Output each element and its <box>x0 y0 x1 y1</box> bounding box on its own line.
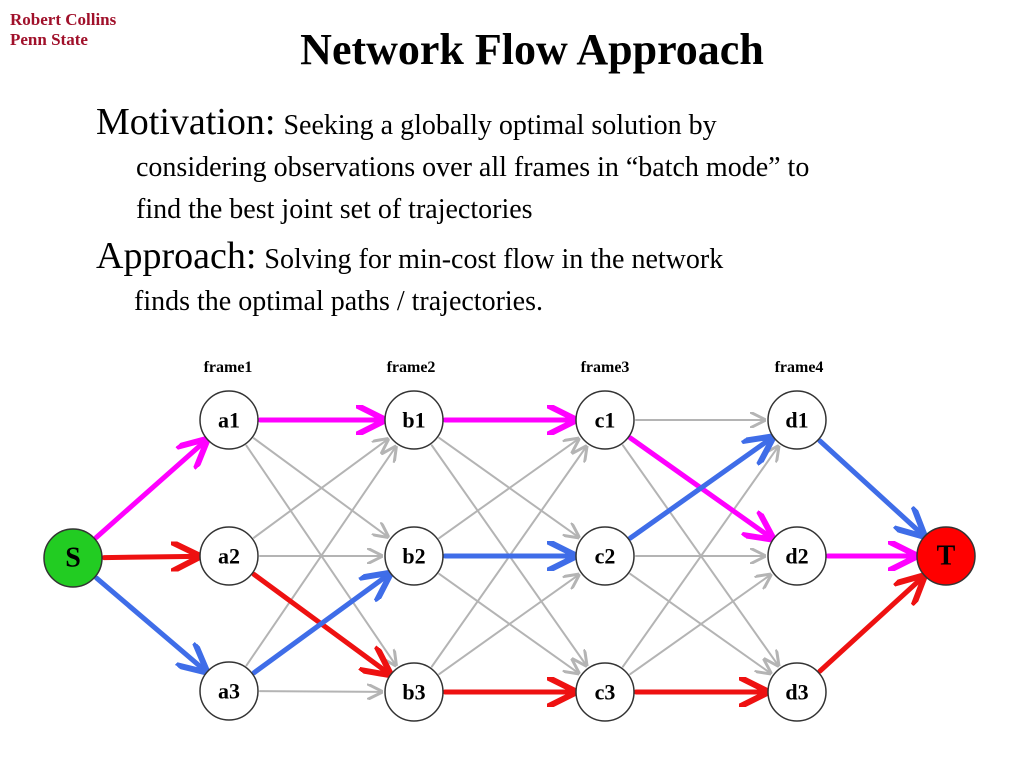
source-node-circle <box>43 528 103 588</box>
frame-label-3: frame3 <box>581 359 630 376</box>
author-affiliation: Robert Collins Penn State <box>10 10 116 50</box>
node-b1-label: b1 <box>402 408 425 433</box>
approach-line-1: Solving for min-cost flow in the network <box>264 244 724 275</box>
node-b3-label: b3 <box>402 680 425 705</box>
frame-label-1: frame1 <box>204 359 253 376</box>
node-a2-circle <box>199 526 259 586</box>
approach-paragraph: Approach: Solving for min-cost flow in t… <box>96 234 986 323</box>
node-d2-label: d2 <box>785 544 808 569</box>
node-a1-label: a1 <box>218 408 240 433</box>
motivation-line-1: Seeking a globally optimal solution by <box>283 110 717 141</box>
node-d1-label: d1 <box>785 408 808 433</box>
node-c1-label: c1 <box>595 408 616 433</box>
source-node-label: S <box>65 543 81 574</box>
motivation-line-2: considering observations over all frames… <box>136 152 810 183</box>
edge-d3-T-red <box>817 578 922 674</box>
sink-node-label: T <box>937 541 956 572</box>
frame-label-4: frame4 <box>775 359 824 376</box>
slide-title: Network Flow Approach <box>300 25 764 74</box>
node-c1-circle <box>575 390 635 450</box>
approach-heading: Approach: <box>96 235 257 277</box>
node-a3-circle <box>199 661 259 721</box>
motivation-paragraph: Motivation: Seeking a globally optimal s… <box>96 100 986 231</box>
author-name: Robert Collins <box>10 10 117 29</box>
node-b1-circle <box>384 390 444 450</box>
node-c2-label: c2 <box>595 544 616 569</box>
edge-a3-b3-gray <box>258 691 381 692</box>
node-a2-label: a2 <box>218 544 240 569</box>
sink-node-circle <box>916 526 976 586</box>
edge-c2-d1-blue <box>627 439 770 541</box>
edge-S-a1-magenta <box>93 442 204 540</box>
edge-c3-d2-gray <box>629 575 770 676</box>
edge-d1-T-blue <box>817 438 922 534</box>
node-d3-label: d3 <box>785 680 808 705</box>
edge-a3-b1-gray <box>245 447 395 667</box>
edge-a2-b1-gray <box>252 440 387 539</box>
approach-line-2: finds the optimal paths / trajectories. <box>134 286 544 317</box>
node-b2-label: b2 <box>402 544 425 569</box>
node-d2-circle <box>767 526 827 586</box>
motivation-heading: Motivation: <box>96 101 276 143</box>
motivation-line-3: find the best joint set of trajectories <box>136 194 533 225</box>
edge-S-a3-blue <box>94 575 204 669</box>
edge-c3-d1-gray <box>621 447 778 668</box>
edge-layer <box>93 420 922 692</box>
node-b2-circle <box>384 526 444 586</box>
node-a1-circle <box>199 390 259 450</box>
edge-b2-c1-gray <box>438 439 578 540</box>
node-d3-circle <box>767 662 827 722</box>
edge-S-a2-red <box>101 556 196 557</box>
frame-label-2: frame2 <box>387 359 436 376</box>
edge-b3-c2-gray <box>438 575 578 676</box>
node-c2-circle <box>575 526 635 586</box>
node-a3-label: a3 <box>218 679 240 704</box>
author-institution: Penn State <box>10 30 88 49</box>
node-c3-circle <box>575 662 635 722</box>
node-d1-circle <box>767 390 827 450</box>
node-c3-label: c3 <box>595 680 616 705</box>
edge-a3-b2-blue <box>251 575 387 676</box>
node-b3-circle <box>384 662 444 722</box>
node-layer: S Ta1 a2 a3 b1 b2 b3 c1 c2 c3 d1 d2 d3 <box>43 390 976 722</box>
